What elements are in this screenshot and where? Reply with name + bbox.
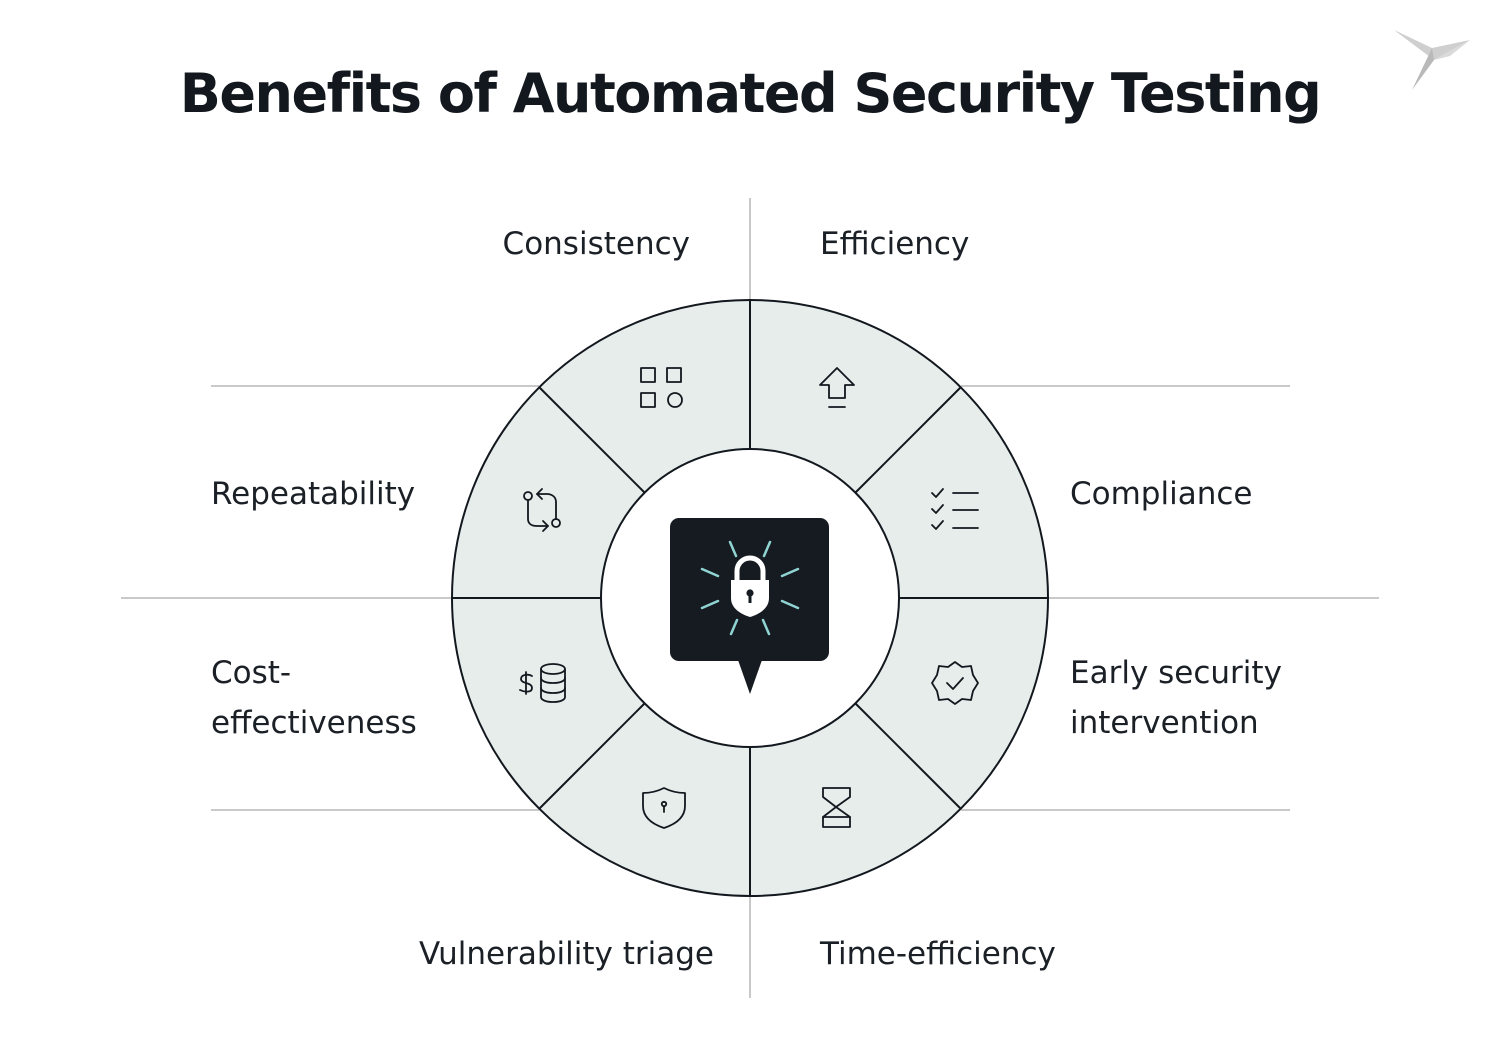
verified-badge-icon (931, 661, 979, 705)
label-early-security-line2: intervention (1070, 705, 1259, 741)
label-early-security-line1: Early security (1070, 655, 1282, 691)
shapes-grid-icon (640, 367, 683, 408)
padlock-icon (670, 518, 829, 694)
label-time-efficiency: Time-efficiency (820, 936, 1056, 972)
label-cost-effectiveness-line1: Cost- (211, 655, 292, 691)
dollar-database-icon (519, 663, 566, 703)
label-repeatability: Repeatability (211, 476, 416, 512)
pull-request-icon (523, 488, 561, 532)
hourglass-icon (822, 787, 851, 828)
label-vulnerability-triage: Vulnerability triage (419, 936, 714, 972)
label-compliance: Compliance (1070, 476, 1253, 512)
label-cost-effectiveness-line2: effectiveness (211, 705, 417, 741)
shield-keyhole-icon (642, 787, 686, 829)
label-efficiency: Efficiency (820, 226, 970, 262)
segment-separators (452, 300, 1048, 896)
divider-lines (121, 198, 1379, 998)
upload-arrow-icon (819, 367, 855, 408)
label-consistency: Consistency (502, 226, 690, 262)
page-title: Benefits of Automated Security Testing (179, 62, 1322, 125)
bird-logo-icon (1394, 30, 1470, 90)
checklist-icon (931, 488, 979, 530)
